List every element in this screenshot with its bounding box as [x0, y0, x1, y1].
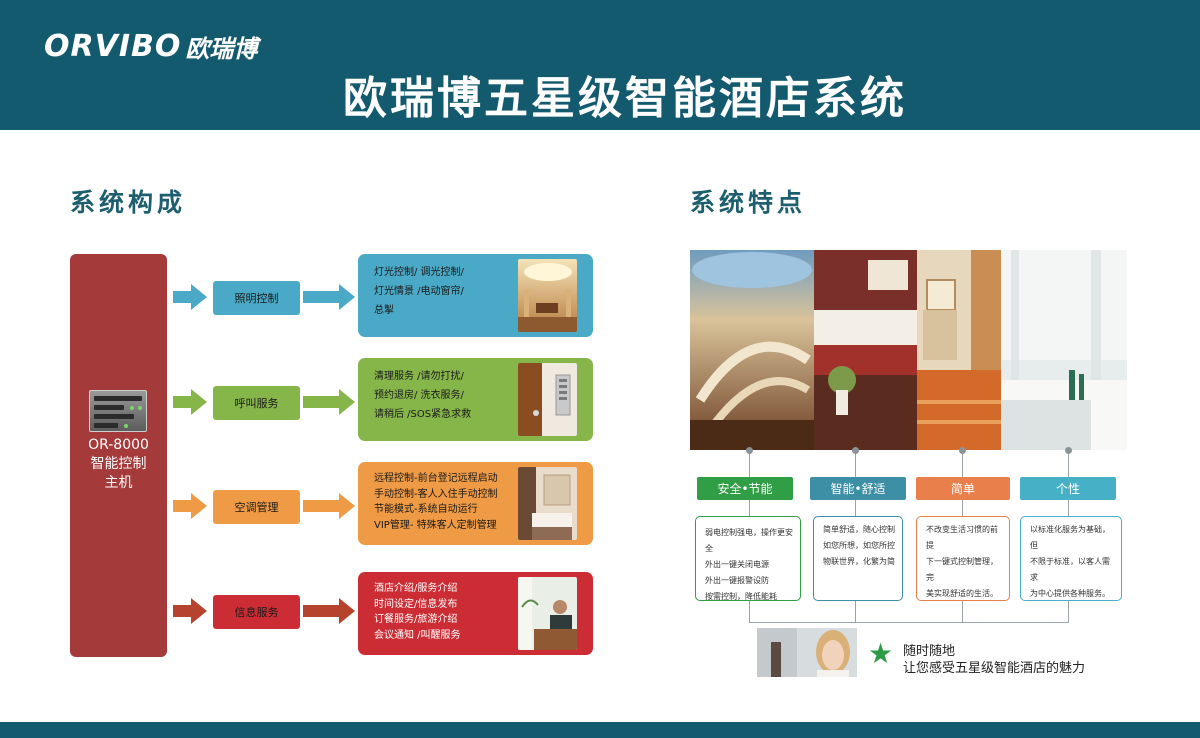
page-title: 欧瑞博五星级智能酒店系统 [343, 73, 907, 124]
subsystem-label: 呼叫服务 [213, 386, 300, 420]
spiral-staircase-photo [690, 250, 814, 450]
feature-line: 外出一键关闭电源 [705, 560, 769, 569]
connector-line [1068, 500, 1069, 516]
controller-device-icon [89, 390, 147, 432]
detail-line: 请稍后 /SOS紧急求救 [374, 409, 472, 420]
detail-line: 手动控制-客人入住手动控制 [374, 488, 498, 500]
section-title-composition: 系统构成 [70, 188, 187, 217]
feature-tag-comfort: 智能•舒适 [810, 477, 906, 500]
arrow-right-icon [173, 284, 207, 310]
hotel-bed-photo [814, 250, 917, 450]
connector-line [855, 601, 856, 623]
logo-text: ORVIBO [44, 28, 182, 64]
logo-cn-text: 欧瑞博 [185, 34, 258, 63]
connector-line [962, 500, 963, 516]
arrow-right-icon [303, 284, 355, 310]
feature-line: 如您所想，如您所控 [823, 541, 895, 550]
controller-line2: 主机 [104, 475, 133, 491]
connector-line [1068, 450, 1069, 477]
section-title-features: 系统特点 [690, 188, 807, 217]
door-panel-photo [518, 363, 577, 436]
feature-line: 为中心提供各种服务。 [1030, 589, 1110, 598]
feature-tag-simple: 简单 [916, 477, 1010, 500]
arrow-right-icon [173, 389, 207, 415]
detail-line: 灯光情景 /电动窗帘/ [374, 286, 464, 297]
footer-bar [0, 722, 1200, 738]
detail-line: 总掣 [374, 305, 394, 316]
subsystem-label: 照明控制 [213, 281, 300, 315]
feature-line: 外出一键报警设防 [705, 576, 769, 585]
header-banner: ORVIBO 欧瑞博 欧瑞博五星级智能酒店系统 [0, 0, 1200, 130]
subsystem-label: 空调管理 [213, 490, 300, 524]
feature-line: 弱电控制强电，操作更安全 [705, 528, 793, 553]
slogan-line-2: 让您感受五星级智能酒店的魅力 [903, 661, 1086, 676]
feature-line: 不限于标准，以客人需求 [1030, 557, 1110, 582]
connector-line [855, 500, 856, 516]
subsystem-detail-card: 远程控制-前台登记远程启动 手动控制-客人入住手动控制 节能模式-系统自动运行 … [358, 462, 593, 545]
arrow-right-icon [173, 493, 207, 519]
connector-line [855, 450, 856, 477]
controller-name: OR-8000 智能控制 主机 [70, 436, 167, 493]
connector-line [962, 450, 963, 477]
connector-line [749, 500, 750, 516]
connector-bus-line [749, 622, 1069, 623]
detail-line: 酒店介绍/服务介绍 [374, 583, 458, 594]
detail-line: VIP管理- 特殊客人定制管理 [374, 519, 497, 531]
smiling-woman-photo [757, 628, 857, 677]
connector-line [1068, 601, 1069, 623]
feature-line: 简单舒适，随心控制 [823, 525, 895, 534]
detail-line: 预约退房/ 洗衣服务/ [374, 390, 464, 401]
connector-dot [852, 447, 859, 454]
connector-dot [746, 447, 753, 454]
hotel-interior-photo [917, 250, 1001, 450]
feature-card-simple: 不改变生活习惯的前提 下一键式控制管理，完 美实现舒适的生活。 [916, 516, 1010, 601]
arrow-right-icon [303, 493, 355, 519]
hotel-photo-strip [690, 250, 1127, 450]
detail-line: 节能模式-系统自动运行 [374, 504, 478, 515]
subsystem-detail-card: 清理服务 /请勿打扰/ 预约退房/ 洗衣服务/ 请稍后 /SOS紧急求救 [358, 358, 593, 441]
feature-line: 物联世界，化繁为简 [823, 557, 895, 566]
subsystem-detail-card: 酒店介绍/服务介绍 时间设定/信息发布 订餐服务/旅游介绍 会议通知 /叫醒服务 [358, 572, 593, 655]
brand-logo: ORVIBO 欧瑞博 [44, 26, 257, 66]
detail-line: 远程控制-前台登记远程启动 [374, 473, 498, 484]
detail-line: 清理服务 /请勿打扰/ [374, 371, 464, 382]
detail-line: 灯光控制/ 调光控制/ [374, 267, 464, 278]
subsystem-label: 信息服务 [213, 595, 300, 629]
feature-line: 按需控制，降低能耗 [705, 592, 777, 601]
bright-bedroom-photo [1001, 250, 1127, 450]
subsystem-detail-card: 灯光控制/ 调光控制/ 灯光情景 /电动窗帘/ 总掣 [358, 254, 593, 337]
arrow-right-icon [173, 598, 207, 624]
controller-line1: 智能控制 [90, 456, 147, 472]
feature-line: 下一键式控制管理，完 [926, 557, 998, 582]
controller-host-box: OR-8000 智能控制 主机 [70, 254, 167, 657]
arrow-right-icon [303, 598, 355, 624]
feature-tag-personal: 个性 [1020, 477, 1116, 500]
hotel-room-photo [518, 467, 577, 540]
arrow-right-icon [303, 389, 355, 415]
connector-line [749, 601, 750, 623]
slogan-line-1: 随时随地 [903, 644, 956, 659]
feature-tag-safety: 安全•节能 [697, 477, 793, 500]
feature-card-personal: 以标准化服务为基础，但 不限于标准，以客人需求 为中心提供各种服务。 [1020, 516, 1122, 601]
feature-line: 不改变生活习惯的前提 [926, 525, 998, 550]
connector-line [749, 450, 750, 477]
hotel-lobby-photo [518, 259, 577, 332]
detail-line: 时间设定/信息发布 [374, 598, 458, 610]
star-icon: ★ [868, 637, 894, 670]
detail-line: 会议通知 /叫醒服务 [374, 629, 461, 641]
staff-photo [518, 577, 577, 650]
feature-card-comfort: 简单舒适，随心控制 如您所想，如您所控 物联世界，化繁为简 [813, 516, 903, 601]
connector-line [962, 601, 963, 623]
feature-line: 以标准化服务为基础，但 [1030, 525, 1110, 550]
detail-line: 订餐服务/旅游介绍 [374, 614, 458, 625]
feature-line: 美实现舒适的生活。 [926, 589, 998, 598]
feature-card-safety: 弱电控制强电，操作更安全 外出一键关闭电源 外出一键报警设防 按需控制，降低能耗 [695, 516, 801, 601]
connector-dot [1065, 447, 1072, 454]
controller-model: OR-8000 [88, 437, 149, 453]
connector-dot [959, 447, 966, 454]
